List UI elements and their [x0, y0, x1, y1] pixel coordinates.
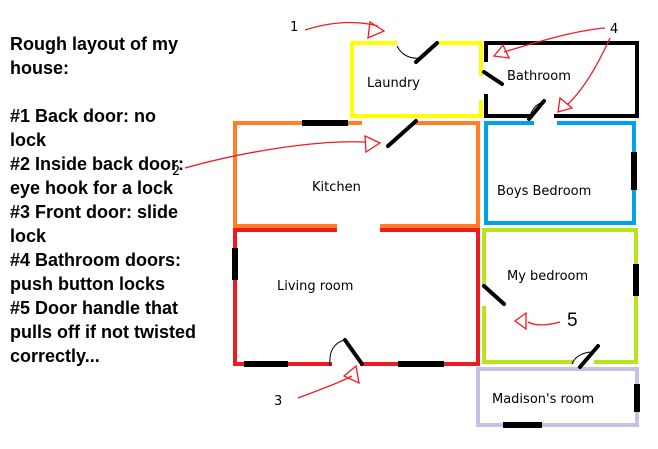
marker-3: 3	[274, 394, 282, 409]
marker-4: 4	[610, 22, 618, 37]
room-label-boys-bedroom: Boys Bedroom	[497, 184, 591, 199]
room-label-living-room: Living room	[277, 279, 353, 294]
legend-note-line-1: #1 Back door: no	[10, 106, 157, 126]
room-label-laundry: Laundry	[367, 76, 420, 91]
arrow-4b-head	[557, 96, 574, 113]
legend-note-line-9: #5 Door handle that	[10, 298, 179, 318]
my-bedroom-wall-bottom	[482, 306, 574, 364]
door-my-bedroom-living	[482, 284, 506, 306]
kitchen-wall	[233, 121, 362, 228]
arrow-5-line	[527, 321, 561, 326]
legend-note-line-6: lock	[10, 226, 47, 246]
legend-note-line-10: pulls off if not twisted	[10, 322, 196, 342]
door-bathroom-boys	[527, 99, 546, 121]
legend-note-line-2: lock	[10, 130, 47, 150]
arrow-3-line	[297, 375, 353, 399]
marker-5: 5	[567, 310, 578, 331]
legend-note-line-3: #2 Inside back door:	[10, 154, 185, 174]
living-room-wall	[233, 228, 337, 366]
room-label-bathroom: Bathroom	[507, 69, 571, 84]
legend-title-line-2: house:	[10, 58, 70, 78]
arrow-4b-line	[567, 37, 611, 105]
arrow-2-head	[364, 134, 382, 154]
legend-notes: Rough layout of my house: #1 Back door: …	[10, 32, 235, 368]
room-label-my-bedroom: My bedroom	[507, 269, 588, 284]
arrow-2-line	[184, 141, 366, 169]
room-label-kitchen: Kitchen	[312, 180, 361, 195]
door-laundry-kitchen	[386, 119, 418, 148]
arrow-4a-line	[503, 27, 606, 53]
my-bedroom-wall-left	[482, 228, 638, 364]
door-swing-arc-laundry	[396, 45, 423, 59]
door-bathroom-laundry	[482, 70, 504, 86]
arrow-3-head	[342, 364, 360, 385]
door-swing-arc-madisons	[571, 351, 591, 365]
door-back-laundry	[414, 41, 439, 64]
legend-note-line-11: correctly...	[10, 346, 100, 366]
bathroom-wall	[484, 41, 639, 118]
arrow-1-head	[367, 20, 386, 40]
boys-bedroom-wall	[484, 121, 636, 225]
door-swing-arc-bathroom	[529, 101, 545, 117]
legend-title-line-1: Rough layout of my	[10, 34, 178, 54]
arrow-5-head	[513, 311, 527, 331]
laundry-wall	[350, 41, 483, 118]
arrow-1-line	[304, 21, 379, 31]
room-label-madisons-room: Madison's room	[492, 392, 594, 407]
legend-note-line-5: #3 Front door: slide	[10, 202, 179, 222]
legend-note-line-4: eye hook for a lock	[10, 178, 174, 198]
arrow-4a-head	[492, 43, 511, 59]
marker-1: 1	[290, 20, 298, 35]
door-swing-arc-front	[329, 339, 346, 367]
legend-note-line-8: push button locks	[10, 274, 165, 294]
madisons-room-wall	[476, 367, 639, 427]
door-front	[343, 338, 364, 366]
door-my-bedroom-madisons	[578, 344, 600, 369]
marker-2: 2	[172, 164, 180, 179]
legend-note-line-7: #4 Bathroom doors:	[10, 250, 182, 270]
